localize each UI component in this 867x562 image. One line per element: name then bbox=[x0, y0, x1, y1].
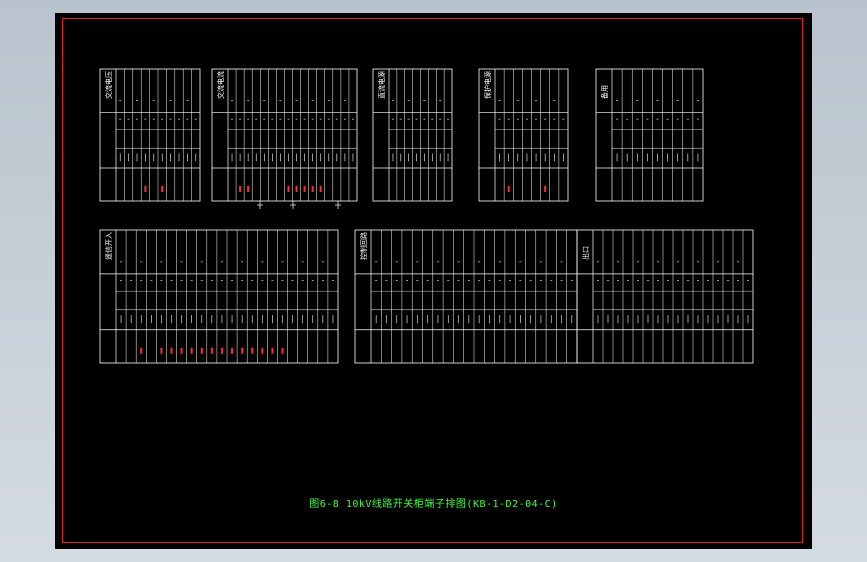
terminal-panel-bottom-3: 出口 bbox=[576, 229, 754, 364]
panel-heading: 交流电压 bbox=[104, 71, 113, 99]
panel-heading: 备用 bbox=[600, 85, 609, 99]
terminal-panel-top-5: 备用 bbox=[595, 68, 704, 202]
drawing-caption: 图6-8 10kV线路开关柜端子排图(KB-1-D2-04-C) bbox=[309, 499, 558, 510]
terminal-panel-top-3: 直流电源 bbox=[372, 68, 453, 202]
terminal-panel-bottom-1: 遥信开入 bbox=[99, 229, 339, 364]
panel-heading: 控制回路 bbox=[359, 232, 368, 260]
terminal-block-diagram: 交流电压 交流电流 直流电源 保护电源备用遥信开入 控制回路出口 bbox=[99, 68, 754, 364]
terminal-panel-top-1: 交流电压 bbox=[99, 68, 201, 202]
terminal-panel-top-2: 交流电流 bbox=[211, 68, 358, 202]
panel-heading: 遥信开入 bbox=[104, 232, 113, 260]
junction-markers bbox=[257, 201, 341, 209]
panel-heading: 交流电流 bbox=[216, 71, 225, 99]
panel-heading: 出口 bbox=[581, 246, 590, 260]
panel-heading: 保护电源 bbox=[483, 71, 492, 99]
panel-heading: 直流电源 bbox=[377, 71, 386, 99]
drawing-sheet: 交流电压 交流电流 直流电源 保护电源备用遥信开入 控制回路出口 图6-8 10kV线路… bbox=[55, 13, 812, 549]
drawing-border bbox=[62, 18, 803, 543]
terminal-panel-top-4: 保护电源 bbox=[478, 68, 569, 202]
terminal-panel-bottom-2: 控制回路 bbox=[354, 229, 578, 364]
